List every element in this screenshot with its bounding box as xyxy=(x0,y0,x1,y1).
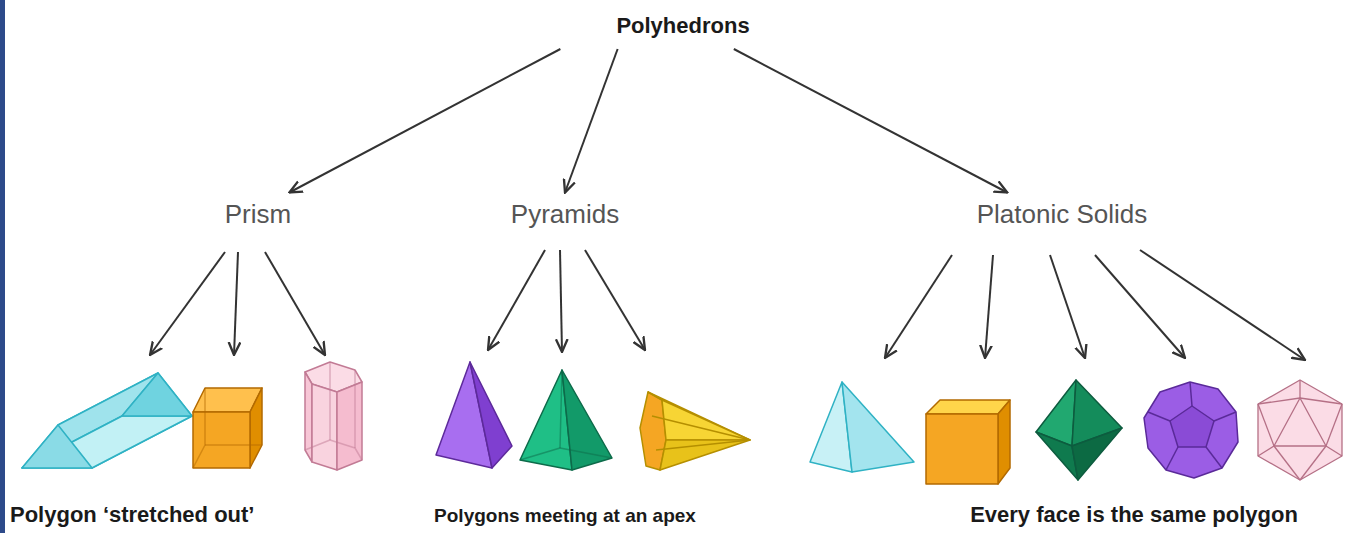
hexagonal-prism xyxy=(305,362,362,470)
node-text: Platonic Solids xyxy=(977,199,1148,230)
caption-note: Every face is the same polygon xyxy=(970,502,1298,528)
dodecahedron xyxy=(1144,382,1238,478)
octahedron xyxy=(1036,380,1122,480)
parallelepiped xyxy=(193,388,262,468)
root-heading: Polyhedrons xyxy=(610,11,755,41)
hexagonal-pyramid xyxy=(640,392,750,470)
icosahedron xyxy=(1258,380,1342,480)
category-heading: Pyramids xyxy=(505,197,625,232)
square-pyramid xyxy=(520,370,612,470)
node-text: Pyramids xyxy=(511,199,619,230)
triangular-pyramid xyxy=(436,362,512,468)
branch-arrow xyxy=(289,49,560,193)
triangular-prism xyxy=(22,373,192,468)
edge-bar xyxy=(0,0,5,533)
caption-note: Polygon ‘stretched out’ xyxy=(10,502,254,528)
leader-lines xyxy=(150,250,1305,360)
category-heading: Prism xyxy=(219,197,297,232)
branch-arrow xyxy=(734,49,1007,193)
node-text: Polyhedrons xyxy=(616,13,749,39)
category-heading: Platonic Solids xyxy=(971,197,1154,232)
branch-arrow xyxy=(565,49,618,193)
tetrahedron xyxy=(810,382,914,472)
cube xyxy=(926,400,1010,484)
node-text: Prism xyxy=(225,199,291,230)
caption-note: Polygons meeting at an apex xyxy=(434,505,696,527)
